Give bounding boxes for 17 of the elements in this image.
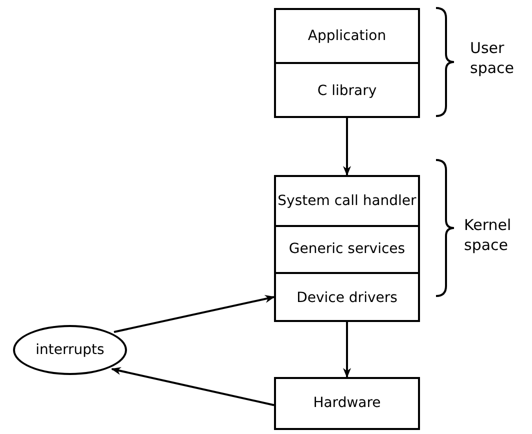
layer-label: System call handler [278,192,416,210]
stack-box [274,8,420,118]
layer-box [274,377,420,430]
layer-label: Device drivers [296,288,398,308]
layer-label: Application [308,26,386,46]
layer-label: Generic services [288,240,406,259]
layer-label: C library [317,82,377,100]
arrow [343,118,351,176]
region-label: User space [470,38,516,78]
arrow [343,322,351,378]
arrow [114,295,275,333]
layer-label: Hardware [313,394,381,413]
arrow [110,367,274,406]
layer-label: interrupts [36,340,104,360]
event-ellipse [13,325,127,375]
region-label: Kernel space [464,215,512,255]
stack-box [274,175,420,322]
